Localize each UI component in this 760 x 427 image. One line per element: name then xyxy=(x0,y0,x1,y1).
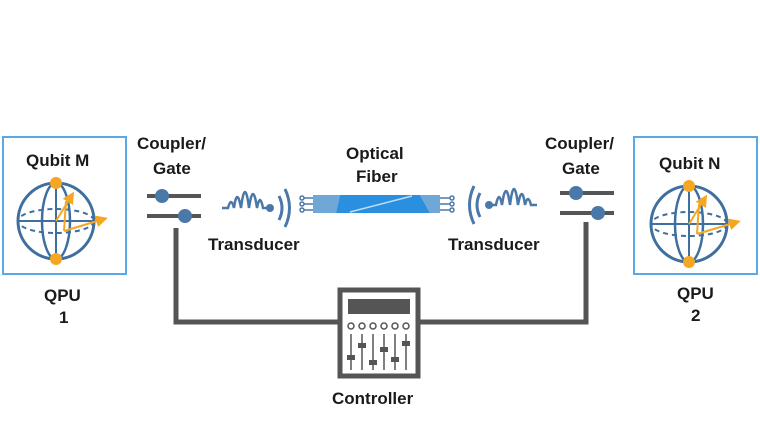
bloch-sphere-icon xyxy=(649,180,741,268)
qpu-1-name: QPU xyxy=(44,286,81,305)
qpu-1-number: 1 xyxy=(59,308,69,327)
coupler-gate-icon xyxy=(147,189,201,223)
optical-fiber-line1: Optical xyxy=(346,144,404,163)
transducer-wave-icon xyxy=(222,188,291,228)
transducer-right-label: Transducer xyxy=(448,235,540,254)
controller-label: Controller xyxy=(332,389,414,408)
coupler-gate-icon xyxy=(560,186,614,220)
control-wire-left xyxy=(173,228,340,325)
transducer-wave-icon xyxy=(468,185,537,225)
optical-fiber-icon xyxy=(299,195,455,213)
qubit-m-label: Qubit M xyxy=(26,151,90,170)
qpu-2-number: 2 xyxy=(691,306,701,325)
coupler-gate-left-line1: Coupler/ xyxy=(137,134,206,153)
qpu-2-box xyxy=(633,136,758,275)
qpu-2-name: QPU xyxy=(677,284,714,303)
transducer-left-label: Transducer xyxy=(208,235,300,254)
optical-fiber-line2: Fiber xyxy=(356,167,398,186)
coupler-gate-left-line2: Gate xyxy=(153,159,191,178)
qubit-n-label: Qubit N xyxy=(659,154,721,173)
controller-icon xyxy=(337,287,421,379)
bloch-sphere-icon xyxy=(16,177,108,265)
coupler-gate-right-line2: Gate xyxy=(562,159,600,178)
control-wire-right xyxy=(418,222,589,325)
coupler-gate-right-line1: Coupler/ xyxy=(545,134,614,153)
